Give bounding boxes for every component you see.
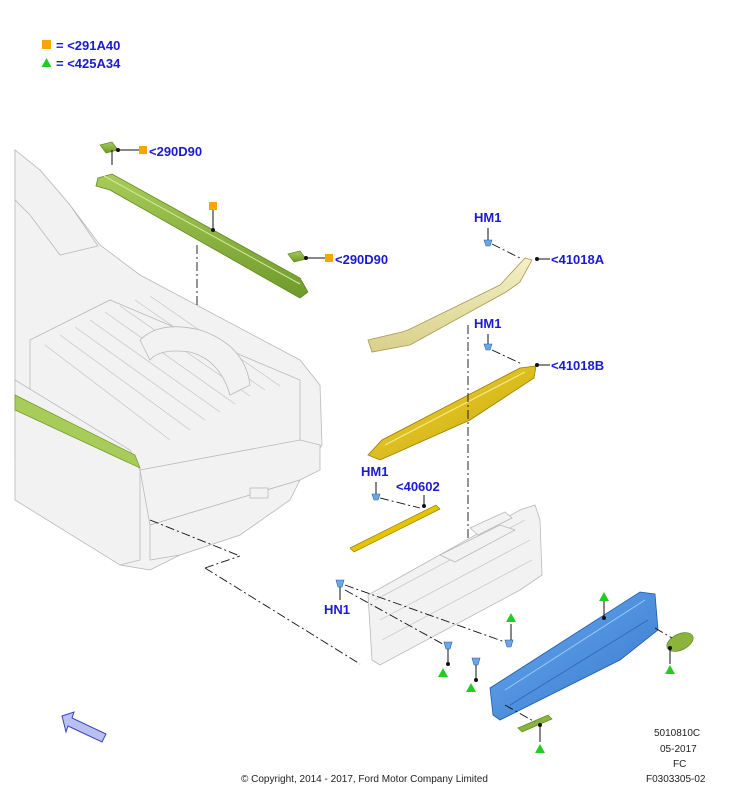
legend-item-425a34: = <425A34	[56, 56, 121, 71]
footer: 5010810C 05-2017 FC F0303305-02 © Copyri…	[241, 728, 706, 785]
end-cap-right	[287, 250, 307, 263]
view-arrow-icon	[61, 711, 107, 743]
triangle-marker-icon	[599, 592, 609, 601]
molding-41018b	[367, 365, 537, 461]
callout-290d90-right: <290D90	[335, 252, 388, 267]
tailgate-inner-panel	[489, 591, 694, 733]
drawing-ref: 5010810C	[654, 728, 700, 739]
callout-hm1-top: HM1	[474, 210, 501, 225]
tailgate-top-molding-a: HM1 <41018A	[367, 210, 605, 353]
fastener-hm1-top	[483, 239, 493, 247]
fastener-hm1-low	[371, 493, 381, 501]
fastener-hm1-mid	[483, 343, 493, 351]
side-bed-rail	[14, 394, 141, 469]
triangle-marker-icon	[41, 58, 52, 67]
bed-rail-cap-assembly: <290D90 <290D90	[95, 141, 388, 305]
bracket-green	[517, 714, 553, 733]
drawing-date: 05-2017	[660, 744, 697, 755]
fastener	[471, 657, 481, 666]
inner-panel-blue	[489, 591, 659, 721]
callout-41018b: <41018B	[551, 358, 604, 373]
callout-hm1-mid: HM1	[474, 316, 501, 331]
fastener-hn1	[335, 579, 345, 588]
fastener-hn1-group: HN1	[324, 579, 350, 617]
legend-item-291a40: = <291A40	[56, 38, 120, 53]
square-marker-icon	[209, 202, 217, 210]
strip-40602	[349, 504, 441, 553]
molding-41018a	[367, 257, 533, 353]
assembly-leaders	[149, 519, 506, 665]
truck-bed-illustration	[14, 149, 323, 571]
triangle-marker-icon	[466, 683, 476, 692]
tailgate-top-molding-b: HM1 <41018B	[367, 316, 604, 545]
legend: = <291A40 = <425A34	[41, 38, 121, 71]
tailgate-panel	[367, 504, 543, 666]
end-cap-oval	[666, 632, 694, 652]
triangle-marker-icon	[438, 668, 448, 677]
callout-hm1-low: HM1	[361, 464, 388, 479]
triangle-marker-icon	[506, 613, 516, 622]
square-marker-icon	[325, 254, 333, 262]
drawing-code: F0303305-02	[646, 774, 706, 785]
fastener	[443, 641, 453, 650]
callout-40602: <40602	[396, 479, 440, 494]
fasteners-425a34	[438, 592, 675, 753]
triangle-marker-icon	[535, 744, 545, 753]
callout-41018a: <41018A	[551, 252, 605, 267]
end-cap-left	[99, 141, 119, 154]
tailgate-strip-40602: HM1 <40602	[349, 464, 441, 553]
bed-rail-cap	[95, 173, 309, 299]
square-marker-icon	[42, 40, 51, 49]
drawing-fc: FC	[673, 759, 686, 770]
triangle-marker-icon	[665, 665, 675, 674]
fastener	[504, 639, 514, 648]
copyright: © Copyright, 2014 - 2017, Ford Motor Com…	[241, 774, 488, 785]
square-marker-icon	[139, 146, 147, 154]
callout-hn1: HN1	[324, 602, 350, 617]
callout-290d90-left: <290D90	[149, 144, 202, 159]
